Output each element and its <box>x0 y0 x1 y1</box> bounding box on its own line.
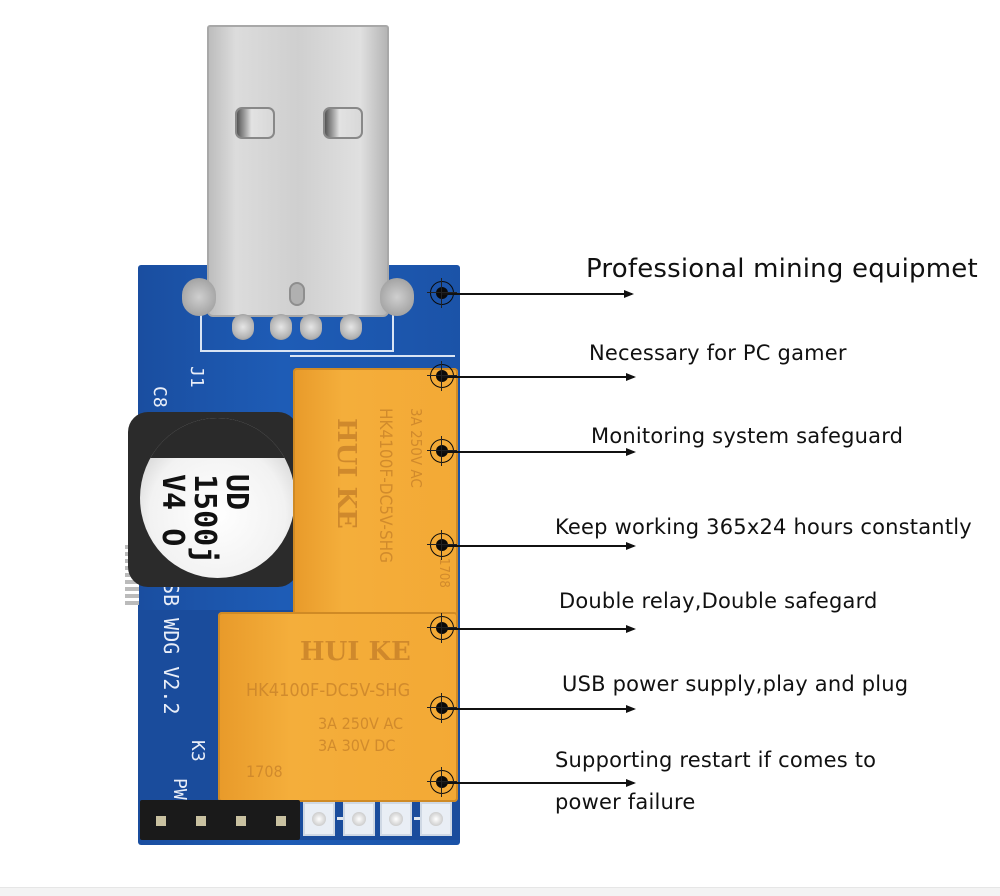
usb-dimple <box>289 282 305 306</box>
capacitor-marking-line1: UD <box>219 474 254 511</box>
feature-label-restart: Supporting restart if comes to <box>555 748 877 772</box>
arrow-icon <box>442 542 636 550</box>
pad-separator <box>414 817 420 820</box>
pin-header <box>140 800 300 840</box>
solder-pad <box>303 802 335 836</box>
feature-label-pc-gamer: Necessary for PC gamer <box>589 341 847 365</box>
relay-top-model: HK4100F-DC5V-SHG <box>375 408 395 564</box>
relay-bottom-rating-dc: 3A 30V DC <box>318 736 396 755</box>
silkscreen-usb-outline <box>200 300 394 352</box>
bottom-border-strip <box>0 887 1000 896</box>
usb-pin <box>270 314 292 340</box>
capacitor-marking-line3: V4 <box>155 474 190 511</box>
usb-pin <box>340 314 362 340</box>
solder-pad <box>420 802 452 836</box>
relay-bottom: HUI KE HK4100F-DC5V-SHG 3A 250V AC 3A 30… <box>218 612 458 802</box>
capacitor-marking-line4: j <box>187 546 222 565</box>
arrow-icon <box>442 290 634 298</box>
relay-top-date: 1708 <box>436 558 451 588</box>
relay-top-brand: HUI KE <box>331 418 361 529</box>
pad-separator <box>337 817 343 820</box>
relay-bottom-date: 1708 <box>246 762 283 781</box>
usb-pin <box>300 314 322 340</box>
capacitor-marking: UD 1500j V4 O <box>155 474 254 565</box>
relay-bottom-model: HK4100F-DC5V-SHG <box>246 680 411 701</box>
feature-label-365x24: Keep working 365x24 hours constantly <box>555 515 972 539</box>
feature-label-double-relay: Double relay,Double safegard <box>559 589 878 613</box>
arrow-icon <box>442 779 636 787</box>
usb-window-right <box>323 107 363 139</box>
usb-mount-tab-right <box>380 278 414 316</box>
header-pin <box>196 816 206 826</box>
capacitor-polarity-band <box>140 418 295 458</box>
relay-top-rating-ac: 3A 250V AC <box>407 408 425 488</box>
header-pin <box>236 816 246 826</box>
feature-label-monitoring: Monitoring system safeguard <box>591 424 904 448</box>
relay-top: HUI KE HK4100F-DC5V-SHG 3A 250V AC 1708 <box>293 368 458 626</box>
feature-label-restart-line2: power failure <box>555 790 696 814</box>
capacitor: UD 1500j V4 O <box>140 418 295 578</box>
usb-pin <box>232 314 254 340</box>
arrow-icon <box>442 705 636 713</box>
header-pin <box>156 816 166 826</box>
feature-label-usb-power: USB power supply,play and plug <box>562 672 909 696</box>
silkscreen-k3: K3 <box>187 740 208 762</box>
feature-label-mining: Professional mining equipmet <box>586 254 978 284</box>
arrow-icon <box>442 448 636 456</box>
usb-mount-tab-left <box>182 278 216 316</box>
usb-window-left <box>235 107 275 139</box>
silkscreen-relay-outline <box>290 355 455 357</box>
relay-bottom-rating-ac: 3A 250V AC <box>318 714 404 733</box>
silkscreen-c8: C8 <box>149 386 170 408</box>
relay-bottom-brand: HUI KE <box>300 637 411 667</box>
header-pin <box>276 816 286 826</box>
usb-plug <box>207 25 389 317</box>
solder-pad <box>380 802 412 836</box>
usb-watchdog-board: J1 C8 USB WDG V2.2 K3 PWR UD 1500j V4 O … <box>125 25 460 845</box>
capacitor-marking-symbol: O <box>155 528 190 547</box>
capacitor-marking-line2: 1500 <box>187 474 222 547</box>
arrow-icon <box>442 373 636 381</box>
silkscreen-j1: J1 <box>186 366 207 388</box>
silkscreen-model: USB WDG V2.2 <box>159 570 183 715</box>
arrow-icon <box>442 625 636 633</box>
solder-pad <box>343 802 375 836</box>
